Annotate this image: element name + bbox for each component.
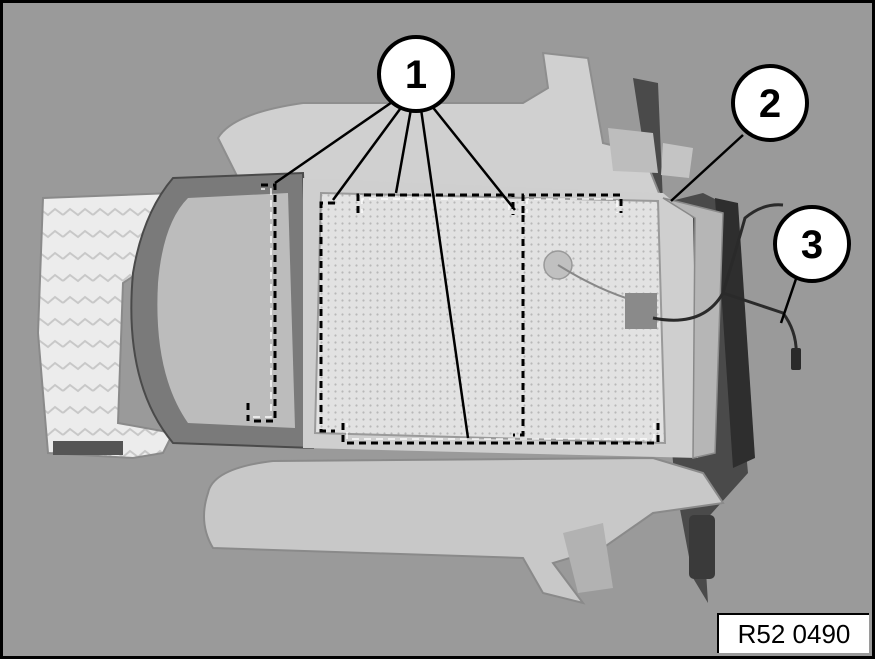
callout-1-label: 1 <box>405 53 427 97</box>
leader-lines <box>274 96 800 439</box>
callout-1: 1 <box>377 35 455 113</box>
seat-cushion-illustration: 1 2 3 <box>36 35 851 605</box>
clip-outlines <box>246 183 660 445</box>
callout-3: 3 <box>773 205 851 283</box>
callout-2: 2 <box>731 64 809 142</box>
foam-cushion-front <box>203 456 725 605</box>
seat-heating-mat <box>313 191 667 445</box>
reference-code: R52 0490 <box>717 613 869 653</box>
wiring-harness <box>652 203 784 322</box>
callout-3-label: 3 <box>801 223 823 267</box>
callout-2-label: 2 <box>759 82 781 126</box>
harness-connector <box>791 348 801 370</box>
